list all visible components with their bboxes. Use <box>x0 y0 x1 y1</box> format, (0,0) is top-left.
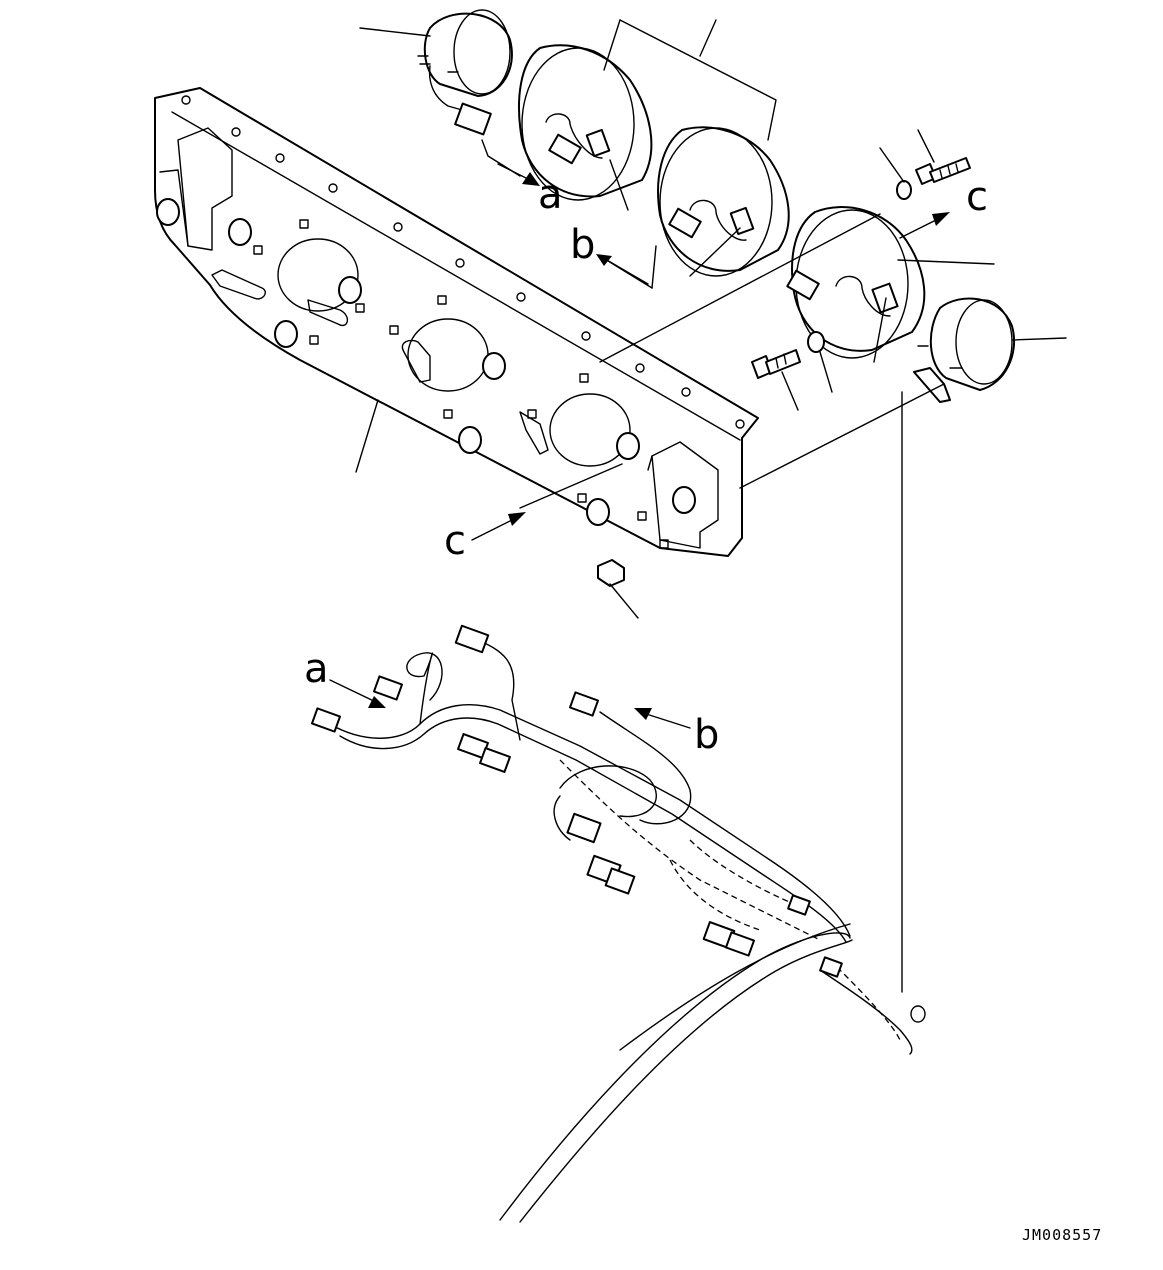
bolt-lower <box>751 349 801 379</box>
washer-top <box>896 180 912 200</box>
washer-lower <box>807 331 825 353</box>
wiring-harness <box>310 624 926 1223</box>
small-gauge-right <box>913 297 1016 403</box>
small-gauge-top-left <box>417 9 513 136</box>
label-c-panel: c <box>444 518 466 564</box>
large-gauge-1 <box>518 44 653 201</box>
label-a-top: a <box>538 172 563 218</box>
label-b-harness: b <box>694 712 719 758</box>
nut <box>597 559 625 587</box>
large-gauge-3 <box>786 206 926 359</box>
callout-labels: a b c c a b <box>304 172 988 758</box>
instrument-panel <box>154 87 759 557</box>
label-b-top: b <box>570 222 595 268</box>
bolt-top <box>915 157 971 185</box>
leader-lines <box>355 19 1067 993</box>
label-a-harness: a <box>304 646 329 692</box>
label-c-right: c <box>966 174 988 220</box>
arrows <box>329 163 950 729</box>
fasteners <box>597 157 971 587</box>
drawing-code: JM008557 <box>1022 1226 1102 1244</box>
large-gauge-2 <box>657 126 790 277</box>
